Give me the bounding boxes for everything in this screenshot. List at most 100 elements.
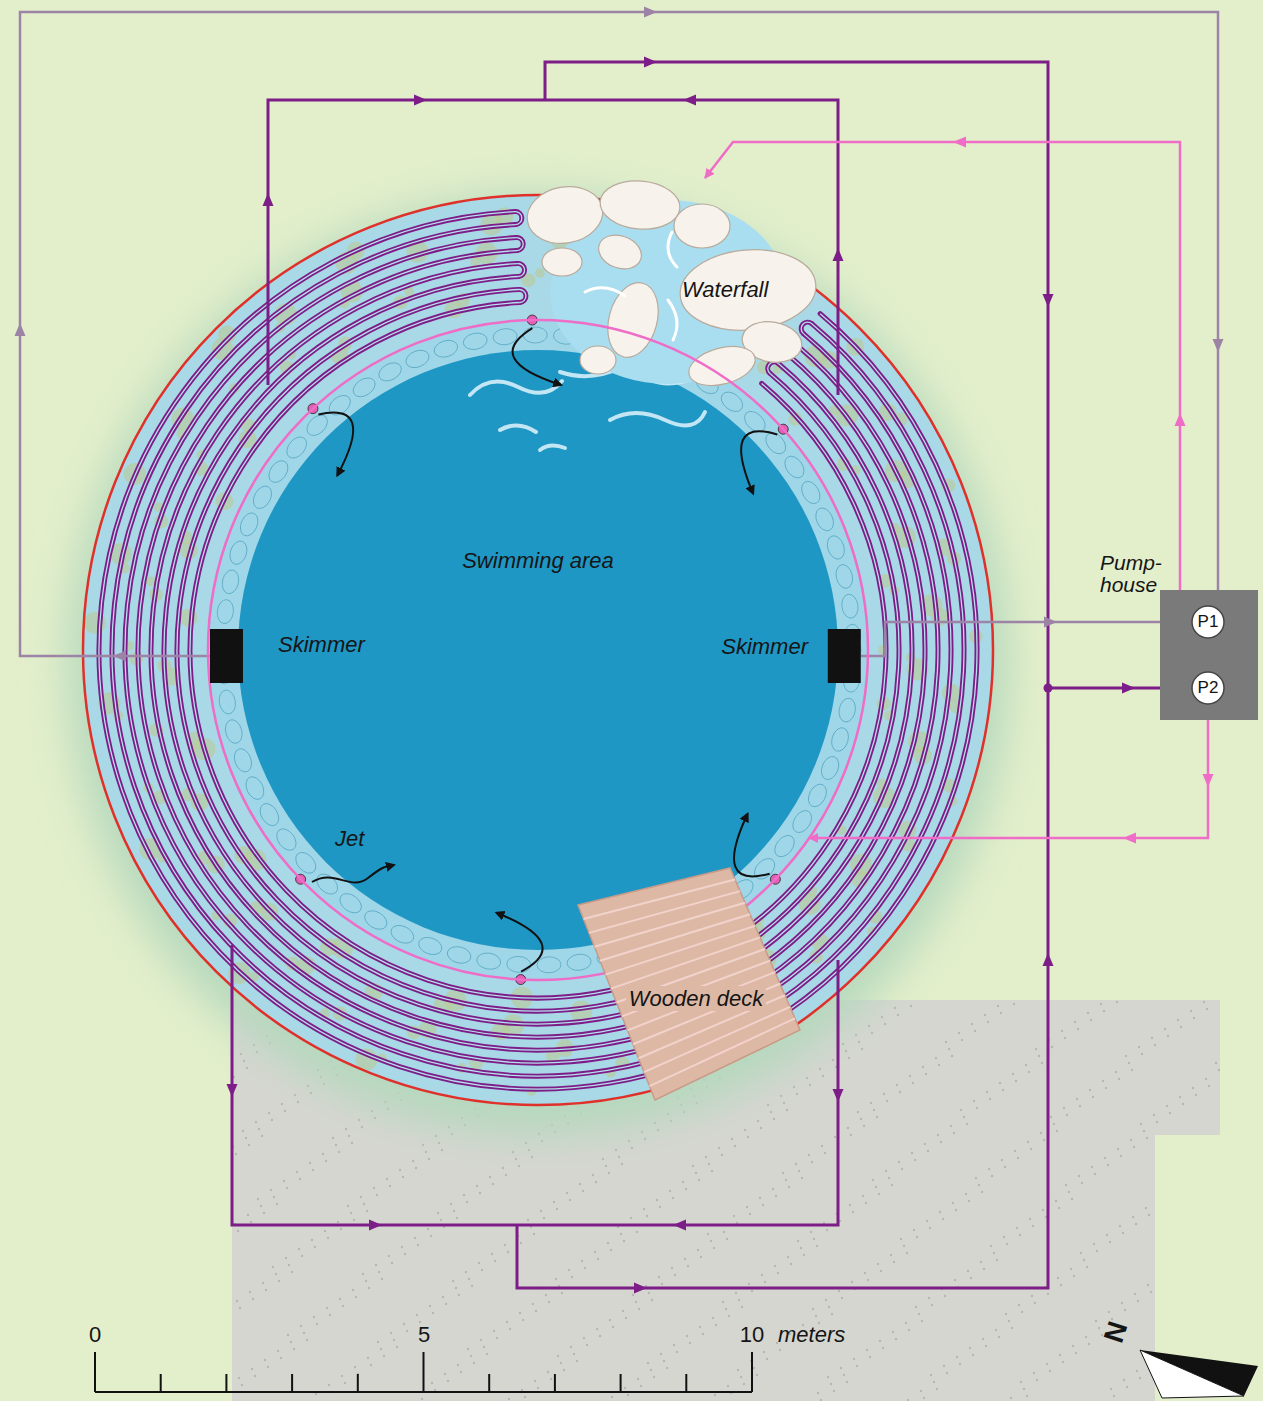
drawing-part [473,1362,475,1364]
drawing-part [1179,1096,1181,1098]
drawing-part [391,1262,393,1264]
drawing-part [512,1151,514,1153]
drawing-part [515,1158,517,1160]
drawing-part [513,328,562,385]
drawing-part [270,1189,272,1191]
drawing-part [1167,1035,1169,1037]
drawing-part [1108,1311,1110,1313]
drawing-part [870,1102,872,1104]
drawing-part [1041,1062,1043,1064]
drawing-part [1015,1080,1017,1082]
wooden-deck-shape [570,862,805,1104]
flow-arrowhead [414,95,427,106]
drawing-part [325,1160,327,1162]
drawing-part [486,1353,488,1355]
drawing-part [494,1260,496,1262]
drawing-part [596,1328,598,1330]
drawing-part [1100,1003,1102,1005]
drawing-part [437,1212,439,1214]
drawing-part [537,1387,539,1389]
drawing-part [625,1317,627,1319]
drawing-part [795,1163,797,1165]
drawing-part [996,1259,998,1261]
drawing-part [1143,1130,1145,1132]
drawing-part [516,238,523,251]
drawing-part [1077,1028,1079,1030]
drawing-part [560,1362,562,1364]
drawing-part [725,1308,727,1310]
drawing-part [467,1348,469,1350]
drawing-part [801,322,812,333]
drawing-part [951,1055,953,1057]
drawing-part [1145,1207,1147,1209]
drawing-part [252,1298,254,1300]
drawing-part [607,1242,609,1244]
drawing-part [848,1057,850,1059]
drawing-part [824,1152,826,1154]
drawing-part [1068,1191,1070,1193]
drawing-part [657,1129,659,1131]
drawing-part [871,1032,873,1034]
drawing-part [286,1187,288,1189]
drawing-part [548,1301,550,1303]
drawing-part [435,1135,437,1137]
drawing-part [1087,1012,1089,1014]
drawing-part [606,926,756,975]
drawing-part [1146,1137,1148,1139]
drawing-part [960,1109,962,1111]
stone-border [208,320,868,980]
drawing-part [1164,1028,1166,1030]
drawing-part [1133,1146,1135,1148]
drawing-part [968,1200,970,1202]
drawing-part [768,362,779,373]
drawing-part [380,1348,382,1350]
drawing-part [1056,1130,1058,1132]
drawing-part [348,1135,350,1137]
drawing-part [1001,1159,1003,1161]
drawing-part [741,1306,743,1308]
drawing-part [981,1191,983,1193]
drawing-part [322,1153,324,1155]
label-anchor: 0 [89,1322,101,1347]
drawing-part [545,1294,547,1296]
drawing-part [1134,1293,1136,1295]
drawing-part [988,1168,990,1170]
drawing-part [340,1228,342,1230]
drawing-part [828,629,861,683]
drawing-part [867,1279,869,1281]
drawing-part [378,1271,380,1273]
drawing-part [537,956,562,973]
drawing-part [989,1098,991,1100]
drawing-part [568,1269,570,1271]
drawing-part [446,944,473,965]
drawing-part [666,1367,668,1369]
drawing-part [584,1267,586,1269]
drawing-part [545,62,1048,688]
drawing-part [906,1252,908,1254]
drawing-part [1107,1164,1109,1166]
drawing-part [533,1233,535,1235]
drawing-part [303,1332,305,1334]
drawing-part [845,1050,847,1052]
drawing-part [532,1303,534,1305]
drawing-part [245,1137,247,1139]
drawing-part [527,1219,529,1221]
drawing-part [367,1357,369,1359]
drawing-part [685,1188,687,1190]
drawing-part [500,425,536,432]
drawing-part [1000,1012,1002,1014]
drawing-part [605,1165,607,1167]
drawing-part [781,453,808,482]
drawing-part [1066,1114,1068,1116]
drawing-part [1081,1182,1083,1184]
drawing-part [342,1305,344,1307]
drawing-part [805,781,830,810]
drawing-part [905,1322,907,1324]
drawing-part [291,1271,293,1273]
drawing-part [772,1188,774,1190]
drawing-part [1028,1071,1030,1073]
drawing-part [1032,1225,1034,1227]
drawing-part [1113,1395,1115,1397]
drawing-part [608,1172,610,1174]
